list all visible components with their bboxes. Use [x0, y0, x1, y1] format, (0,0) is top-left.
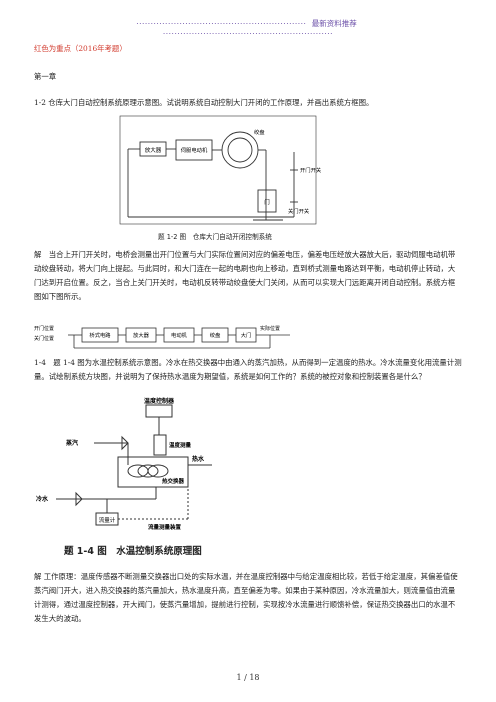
- cold-water-label: 冷水: [36, 495, 49, 503]
- header-title: 最新资料推荐: [308, 19, 360, 28]
- in-open-label: 开门位置: [34, 325, 54, 332]
- steam-label: 蒸汽: [66, 439, 78, 447]
- hot-water-label: 热水: [192, 455, 205, 463]
- block-motor: 电动机: [171, 331, 188, 339]
- question-1-4: 1-4 题 1-4 图为水温控制系统示意图。冷水在热交换器中由通入的蒸汽加热，从…: [34, 358, 462, 381]
- block-drum: 绞盘: [210, 331, 221, 339]
- warehouse-door-diagram: 放大器 伺服电动机 绞盘 门 开门开关 关门开关: [119, 115, 322, 225]
- answer-1-2: 解 当合上开门开关时，电桥会测量出开门位置与大门实际位置间对应的偏差电压，偏差电…: [34, 250, 456, 301]
- fig-1-2-caption: 题 1-2 图 仓库大门自动开闭控制系统: [158, 233, 272, 241]
- door-block-diagram: 开门位置 关门位置 桥式电路 放大器 电动机 绞盘 大门 实际位置: [34, 325, 290, 349]
- out-label: 实际位置: [260, 325, 280, 332]
- page-header: ········································…: [60, 18, 436, 38]
- temp-measure-label: 温度测量: [169, 441, 192, 449]
- water-temp-diagram: 温度控制器 温度测量 蒸汽 热水 热交换器 冷水 流量计 流量测量装置: [36, 397, 212, 531]
- fig-1-4-caption: 题 1-4 图 水温控制系统原理图: [64, 546, 202, 557]
- block-bridge: 桥式电路: [89, 331, 111, 339]
- heat-exchanger-label: 热交换器: [162, 477, 185, 485]
- motor-label: 伺服电动机: [181, 146, 208, 154]
- drum-label: 绞盘: [254, 128, 265, 136]
- close-switch-label: 关门开关: [288, 207, 310, 215]
- open-switch-label: 开门开关: [300, 166, 322, 174]
- key-note: 红色为重点（2016年考题）: [34, 44, 127, 53]
- flow-device-label: 流量测量装置: [148, 523, 182, 531]
- block-door: 大门: [241, 331, 252, 339]
- answer-1-4: 解 工作原理：温度传感器不断测量交换器出口处的实际水温，并在温度控制器中与给定温…: [34, 572, 458, 623]
- amp-label: 放大器: [145, 146, 162, 154]
- page-number: 1 / 18: [236, 673, 260, 682]
- question-1-2: 1-2 仓库大门自动控制系统原理示意图。试说明系统自动控制大门开闭的工作原理，并…: [34, 98, 374, 107]
- in-close-label: 关门位置: [34, 335, 54, 342]
- chapter-title: 第一章: [34, 72, 57, 81]
- block-amp: 放大器: [133, 331, 150, 339]
- temp-controller-label: 温度控制器: [144, 397, 175, 405]
- flowmeter-label: 流量计: [99, 516, 116, 524]
- door-label: 门: [264, 198, 270, 206]
